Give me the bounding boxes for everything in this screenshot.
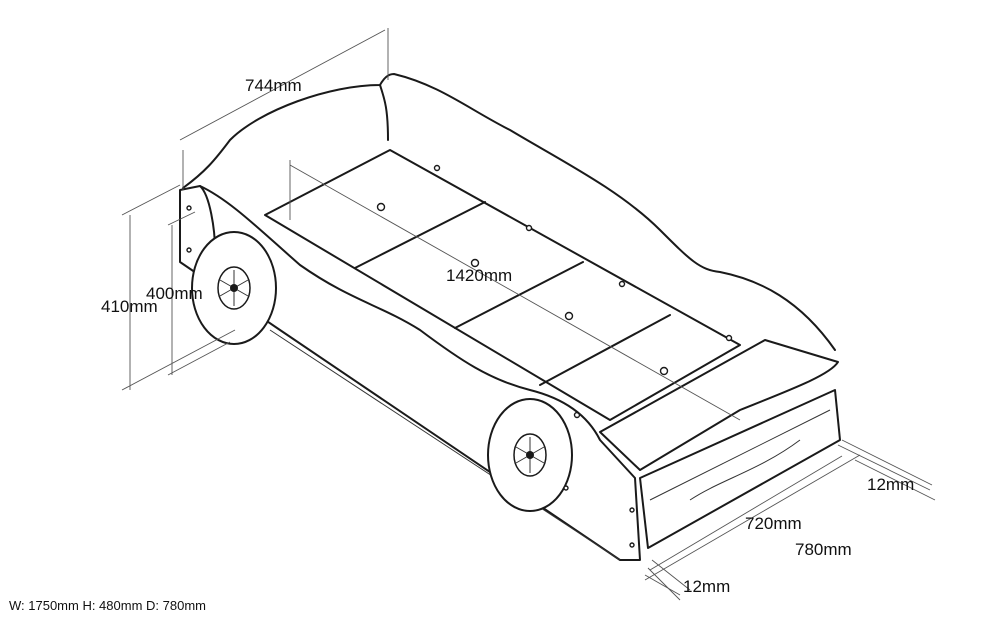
dim-length-inner: 1420mm xyxy=(446,266,512,285)
dim-width-top: 744mm xyxy=(245,76,302,95)
dim-thickness-side: 12mm xyxy=(867,475,914,494)
dim-height-outer: 410mm xyxy=(101,297,158,316)
dim-depth-outer: 780mm xyxy=(795,540,852,559)
rear-wheel xyxy=(191,231,277,345)
dimension-lines xyxy=(121,28,936,601)
front-spoiler-and-drawer xyxy=(599,339,841,549)
dim-height-inner: 400mm xyxy=(146,284,203,303)
fixing-holes xyxy=(186,205,569,491)
dim-thickness-front: 12mm xyxy=(683,577,730,596)
front-wheel xyxy=(487,398,573,512)
bed-slats xyxy=(264,149,741,421)
dimension-labels: 744mm 1420mm 410mm 400mm 12mm 720mm 780m… xyxy=(101,76,914,596)
far-side-panel xyxy=(182,73,836,351)
overall-dimensions-caption: W: 1750mm H: 480mm D: 780mm xyxy=(9,598,206,613)
dim-depth-inner: 720mm xyxy=(745,514,802,533)
